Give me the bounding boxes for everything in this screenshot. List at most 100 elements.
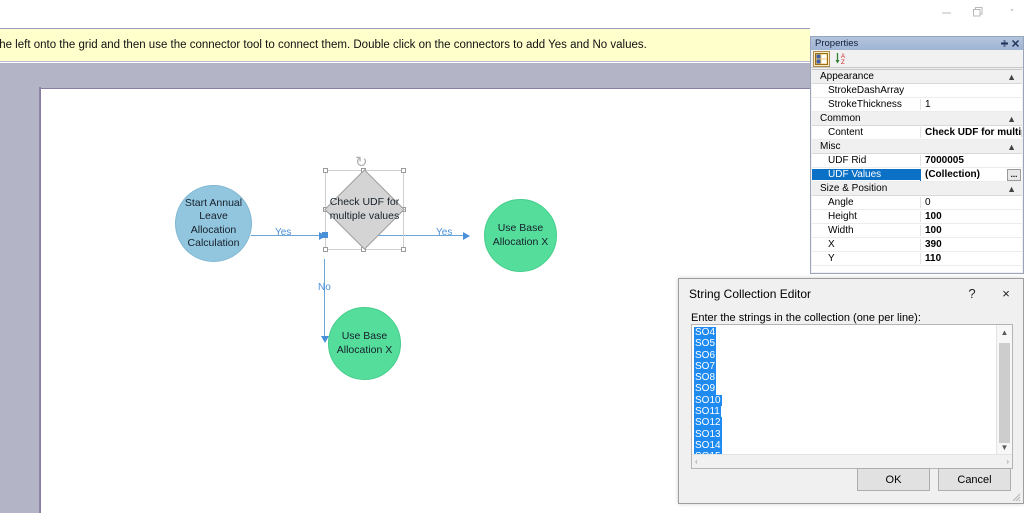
property-name: StrokeThickness xyxy=(828,99,902,110)
string-text: SO5 xyxy=(694,338,717,350)
edge-label-no[interactable]: No xyxy=(318,282,331,293)
dialog-title-label: String Collection Editor xyxy=(689,286,812,301)
alphabetical-sort-icon[interactable]: A Z xyxy=(833,51,850,67)
ok-button[interactable]: OK xyxy=(857,468,930,491)
chevron-up-icon[interactable]: ▲ xyxy=(1007,113,1016,124)
string-line[interactable]: SO10 xyxy=(694,394,996,407)
property-row-content[interactable]: Content Check UDF for multiple ... xyxy=(812,126,1022,140)
chevron-up-icon[interactable]: ▲ xyxy=(1007,141,1016,152)
string-text: SO6 xyxy=(694,349,717,361)
chevron-up-icon[interactable]: ▲ xyxy=(1007,71,1016,82)
property-value[interactable]: 1 xyxy=(920,99,1022,110)
horizontal-scrollbar[interactable]: ‹ › xyxy=(692,454,1012,468)
properties-panel: Properties xyxy=(810,36,1024,274)
flow-node-start-label: Start Annual Leave Allocation Calculatio… xyxy=(184,196,243,249)
rotate-handle-icon[interactable]: ↻ xyxy=(355,154,368,171)
flow-node-no-target-label: Use Base Allocation X xyxy=(336,330,393,356)
vertical-scrollbar[interactable]: ▲ ▼ xyxy=(996,325,1012,454)
property-value-text: (Collection) xyxy=(925,169,980,180)
edge-decision-to-yes[interactable] xyxy=(366,235,466,236)
scroll-down-icon[interactable]: ▼ xyxy=(1000,442,1009,452)
scroll-left-icon[interactable]: ‹ xyxy=(695,457,698,466)
property-name: X xyxy=(828,239,835,250)
property-value[interactable]: 7000005 xyxy=(920,155,1022,166)
property-row-udf-values[interactable]: UDF Values (Collection) ... xyxy=(812,168,1022,182)
string-text: SO9 xyxy=(694,383,717,395)
scroll-right-icon[interactable]: › xyxy=(1006,457,1009,466)
properties-title-label: Properties xyxy=(815,38,859,49)
collection-editor-button[interactable]: ... xyxy=(1007,168,1021,181)
flow-node-start[interactable]: Start Annual Leave Allocation Calculatio… xyxy=(175,185,252,262)
property-row-height[interactable]: Height 100 xyxy=(812,210,1022,224)
property-name: UDF Values xyxy=(812,169,920,180)
string-line[interactable]: SO15 xyxy=(694,450,996,454)
property-row-width[interactable]: Width 100 xyxy=(812,224,1022,238)
strings-field[interactable]: SO4 SO5 SO6 SO7 SO8 SO9 SO10 SO11 SO12 S… xyxy=(691,324,1013,469)
property-row-y[interactable]: Y 110 xyxy=(812,252,1022,266)
string-line[interactable]: SO11 xyxy=(694,405,996,418)
property-value[interactable]: 390 xyxy=(920,239,1022,250)
minimize-icon[interactable] xyxy=(931,1,962,23)
flow-node-no-target[interactable]: Use Base Allocation X xyxy=(328,307,401,380)
edge-start-to-decision[interactable] xyxy=(251,235,323,236)
property-category-common[interactable]: Common ▲ xyxy=(812,112,1022,126)
categorized-view-icon[interactable] xyxy=(813,50,830,67)
string-text: SO11 xyxy=(694,406,721,418)
string-text: SO13 xyxy=(694,428,722,440)
string-line[interactable]: SO5 xyxy=(694,337,996,350)
property-row-strokethickness[interactable]: StrokeThickness 1 xyxy=(812,98,1022,112)
resize-handle-se[interactable] xyxy=(401,247,406,252)
property-row-strokedasharray[interactable]: StrokeDashArray xyxy=(812,84,1022,98)
property-row-angle[interactable]: Angle 0 xyxy=(812,196,1022,210)
string-line[interactable]: SO6 xyxy=(694,349,996,361)
connection-point-west[interactable] xyxy=(322,232,328,238)
resize-handle-ne[interactable] xyxy=(401,168,406,173)
help-icon[interactable]: ? xyxy=(968,286,976,301)
scroll-up-icon[interactable]: ▲ xyxy=(1000,327,1009,337)
dialog-actions: OK Cancel xyxy=(857,468,1011,491)
properties-toolbar: A Z xyxy=(811,50,1023,68)
chevron-up-icon[interactable]: ▲ xyxy=(1007,183,1016,194)
property-category-size-position[interactable]: Size & Position ▲ xyxy=(812,182,1022,196)
scrollbar-thumb[interactable] xyxy=(999,343,1010,443)
property-value[interactable]: Check UDF for multiple ... xyxy=(920,127,1022,138)
property-value[interactable]: 110 xyxy=(920,253,1022,264)
property-value[interactable]: 0 xyxy=(920,197,1022,208)
arrow-decision-to-no-icon xyxy=(320,336,329,343)
string-line[interactable]: SO4 xyxy=(694,326,996,339)
property-category-misc[interactable]: Misc ▲ xyxy=(812,140,1022,154)
resize-grip-icon[interactable] xyxy=(1009,490,1021,502)
dialog-titlebar[interactable]: String Collection Editor ? × xyxy=(679,279,1023,308)
string-line[interactable]: SO7 xyxy=(694,360,996,373)
property-value[interactable]: 100 xyxy=(920,225,1022,236)
flow-node-yes-target-label: Use Base Allocation X xyxy=(492,222,549,248)
close-icon[interactable]: × xyxy=(1002,286,1010,301)
string-collection-editor-dialog: String Collection Editor ? × Enter the s… xyxy=(678,278,1024,504)
string-text: SO10 xyxy=(694,394,722,407)
string-line[interactable]: SO9 xyxy=(694,382,996,395)
restore-icon[interactable] xyxy=(962,1,993,23)
property-row-x[interactable]: X 390 xyxy=(812,238,1022,252)
property-value[interactable]: (Collection) ... xyxy=(920,168,1022,181)
strings-textarea[interactable]: SO4 SO5 SO6 SO7 SO8 SO9 SO10 SO11 SO12 S… xyxy=(692,325,996,454)
string-line[interactable]: SO14 xyxy=(694,439,996,452)
category-label: Appearance xyxy=(820,71,874,82)
flow-node-yes-target[interactable]: Use Base Allocation X xyxy=(484,199,557,272)
cancel-button[interactable]: Cancel xyxy=(938,468,1011,491)
property-value[interactable]: 100 xyxy=(920,211,1022,222)
auto-hide-icon[interactable] xyxy=(999,38,1010,49)
string-line[interactable]: SO13 xyxy=(694,428,996,440)
resize-handle-sw[interactable] xyxy=(323,247,328,252)
close-icon[interactable] xyxy=(1010,38,1021,49)
edge-label-yes-2[interactable]: Yes xyxy=(436,227,453,238)
edge-label-yes-1[interactable]: Yes xyxy=(275,227,292,238)
edge-decision-to-no[interactable] xyxy=(324,259,325,339)
close-icon[interactable] xyxy=(993,1,1024,23)
properties-grid[interactable]: Appearance ▲ StrokeDashArray StrokeThick… xyxy=(812,69,1022,272)
property-category-appearance[interactable]: Appearance ▲ xyxy=(812,70,1022,84)
property-row-udf-rid[interactable]: UDF Rid 7000005 xyxy=(812,154,1022,168)
resize-handle-nw[interactable] xyxy=(323,168,328,173)
string-line[interactable]: SO8 xyxy=(694,371,996,384)
string-line[interactable]: SO12 xyxy=(694,416,996,429)
